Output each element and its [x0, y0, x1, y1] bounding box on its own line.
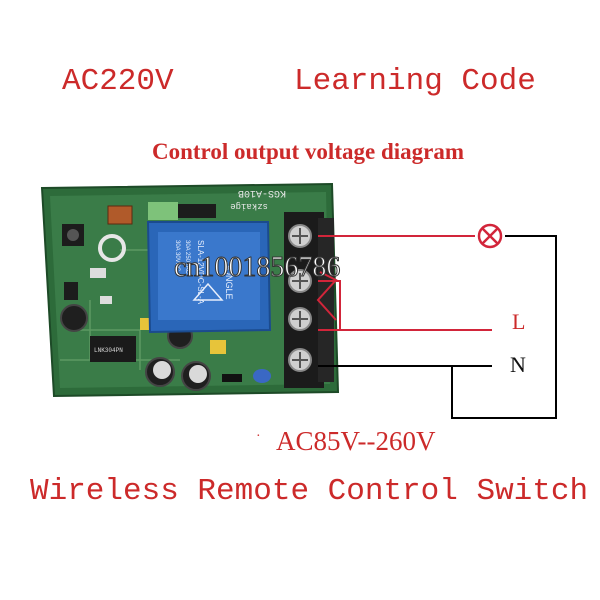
relay: SONGLE SLA-12VDC-SL-A 30A 250VAC 30A 30V…	[146, 221, 272, 334]
product-title: Wireless Remote Control Switch	[30, 474, 589, 509]
line-label: L	[512, 309, 525, 334]
jumper-wire	[316, 271, 338, 321]
chip	[90, 336, 136, 362]
lamp-return-wire	[451, 235, 557, 419]
capacitor	[60, 304, 211, 391]
terminal-block	[284, 212, 334, 388]
neutral-label: N	[510, 352, 526, 377]
terminal-screw	[288, 307, 312, 331]
terminal-screw	[288, 348, 312, 372]
lamp-icon	[477, 223, 503, 249]
terminal-screw	[288, 224, 312, 248]
board-maker-label: szkaige	[230, 201, 268, 211]
relay-rating-2: 30A 30VDC	[174, 240, 180, 272]
chip-label: LNK304PN	[94, 347, 123, 354]
wires	[316, 235, 557, 419]
watermark: cn1001856786	[174, 252, 340, 283]
voltage-range: AC85V--260V	[276, 426, 436, 456]
relay-brand: SONGLE	[224, 262, 234, 300]
terminal-screw	[288, 269, 312, 293]
relay-model: SLA-12VDC-SL-A	[196, 240, 205, 305]
relay-rating-1: 30A 250VAC	[184, 240, 190, 275]
learning-code-title: Learning Code	[294, 64, 536, 99]
voltage-title: AC220V	[62, 64, 174, 99]
bullet-dot: ·	[256, 429, 261, 444]
diagram-subtitle: Control output voltage diagram	[152, 139, 464, 164]
board-model-label: KGS-A10B	[238, 187, 286, 198]
